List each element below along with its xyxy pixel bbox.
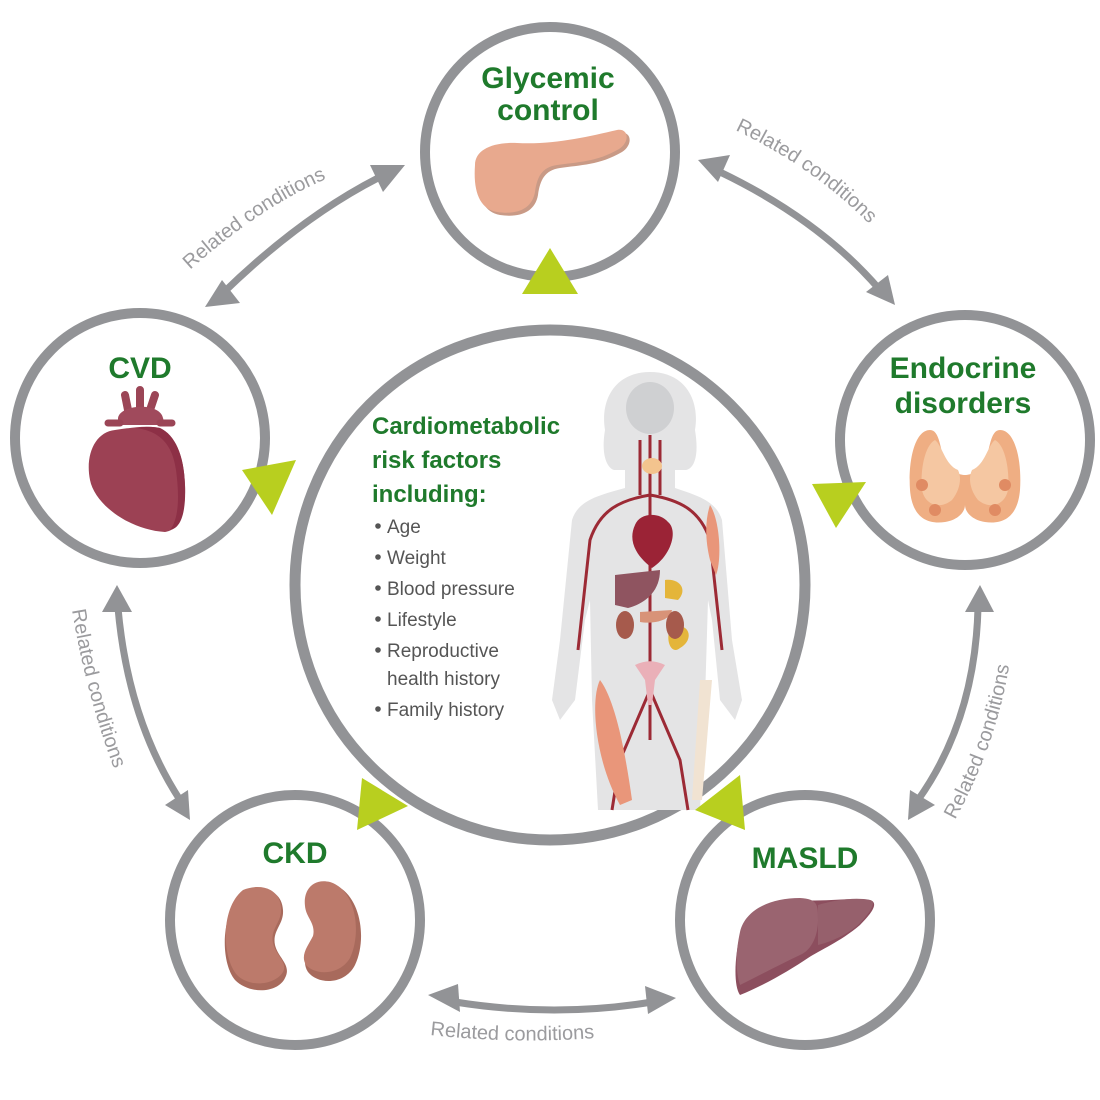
double-arrow-line xyxy=(219,174,380,297)
arrow-to-center-icon xyxy=(695,775,745,830)
risk-factor-item: Blood pressure xyxy=(375,579,515,600)
risk-factor-text: health history xyxy=(387,669,501,690)
node-glycemic-control: Glycemic control xyxy=(420,22,680,294)
node-ring xyxy=(835,310,1095,570)
arrow-to-center-icon xyxy=(357,778,408,830)
risk-factor-text: Age xyxy=(387,517,421,538)
risk-factor-item: Age xyxy=(375,517,421,538)
female-body-anatomy-icon xyxy=(552,372,742,811)
risk-factor-item: Weight xyxy=(375,548,447,569)
bullet-icon xyxy=(375,616,381,622)
bullet-icon xyxy=(375,585,381,591)
bullet-icon xyxy=(375,706,381,712)
double-arrow-line xyxy=(454,998,653,1014)
center-title-line: including: xyxy=(372,481,487,508)
pancreas-icon xyxy=(474,129,630,216)
heart-icon xyxy=(88,386,186,532)
node-title: Glycemic xyxy=(481,62,614,95)
bullet-icon xyxy=(375,554,381,560)
node-title: disorders xyxy=(895,387,1032,420)
center-ring xyxy=(289,324,811,846)
center-node: Cardiometabolic risk factors including: … xyxy=(289,324,811,846)
risk-factor-text: Reproductive xyxy=(387,641,499,662)
arrow-to-center-icon xyxy=(522,248,578,294)
related-conditions-label: Related conditions xyxy=(733,115,881,228)
double-arrow-line xyxy=(915,607,982,803)
node-title: MASLD xyxy=(752,842,859,875)
node-endocrine-disorders: Endocrine disorders xyxy=(812,310,1095,570)
arrow-head-icon xyxy=(908,790,935,820)
double-arrow-line xyxy=(718,168,883,293)
risk-factor-text: Lifestyle xyxy=(387,610,457,631)
risk-factor-list: Age Weight Blood pressure Lifestyle Repr… xyxy=(375,517,515,721)
node-ckd: CKD xyxy=(165,778,425,1050)
related-conditions-label: Related conditions xyxy=(430,1018,595,1045)
center-title-line: Cardiometabolic xyxy=(372,413,560,440)
node-title: CKD xyxy=(263,837,328,870)
node-cvd: CVD xyxy=(10,308,296,568)
link-cvd-ckd: Related conditions xyxy=(67,585,190,820)
center-title: Cardiometabolic risk factors including: xyxy=(372,413,560,508)
liver-icon xyxy=(735,898,875,995)
link-glycemic-endocrine: Related conditions xyxy=(698,115,895,305)
bullet-icon xyxy=(375,523,381,529)
double-arrow-line xyxy=(114,607,183,802)
arrow-head-icon xyxy=(428,984,460,1012)
link-ckd-masld: Related conditions xyxy=(428,984,676,1045)
kidneys-icon xyxy=(224,881,362,991)
arrow-head-icon xyxy=(102,585,132,612)
thyroid-icon xyxy=(909,430,1021,523)
arrow-head-icon xyxy=(165,790,190,820)
arrow-to-center-icon xyxy=(242,460,296,515)
link-cvd-glycemic: Related conditions xyxy=(179,163,405,307)
arrow-head-icon xyxy=(866,275,895,305)
node-masld: MASLD xyxy=(675,775,935,1050)
node-title: Endocrine xyxy=(890,352,1037,385)
risk-factor-item: Lifestyle xyxy=(375,610,457,631)
risk-factor-text: Blood pressure xyxy=(387,579,515,600)
node-title: CVD xyxy=(108,352,171,385)
arrow-head-icon xyxy=(698,155,730,182)
node-ring xyxy=(165,790,425,1050)
risk-factor-item: Reproductive health history xyxy=(375,641,501,690)
center-title-line: risk factors xyxy=(372,447,501,474)
bullet-icon xyxy=(375,647,381,653)
risk-factor-text: Weight xyxy=(387,548,447,569)
arrow-head-icon xyxy=(205,280,240,307)
link-endocrine-masld: Related conditions xyxy=(908,585,1014,822)
risk-factor-text: Family history xyxy=(387,700,505,721)
arrow-head-icon xyxy=(965,585,994,612)
risk-factor-item: Family history xyxy=(375,700,505,721)
arrow-to-center-icon xyxy=(812,482,866,528)
node-title: control xyxy=(497,94,599,127)
arrow-head-icon xyxy=(370,165,405,192)
arrow-head-icon xyxy=(645,986,676,1014)
